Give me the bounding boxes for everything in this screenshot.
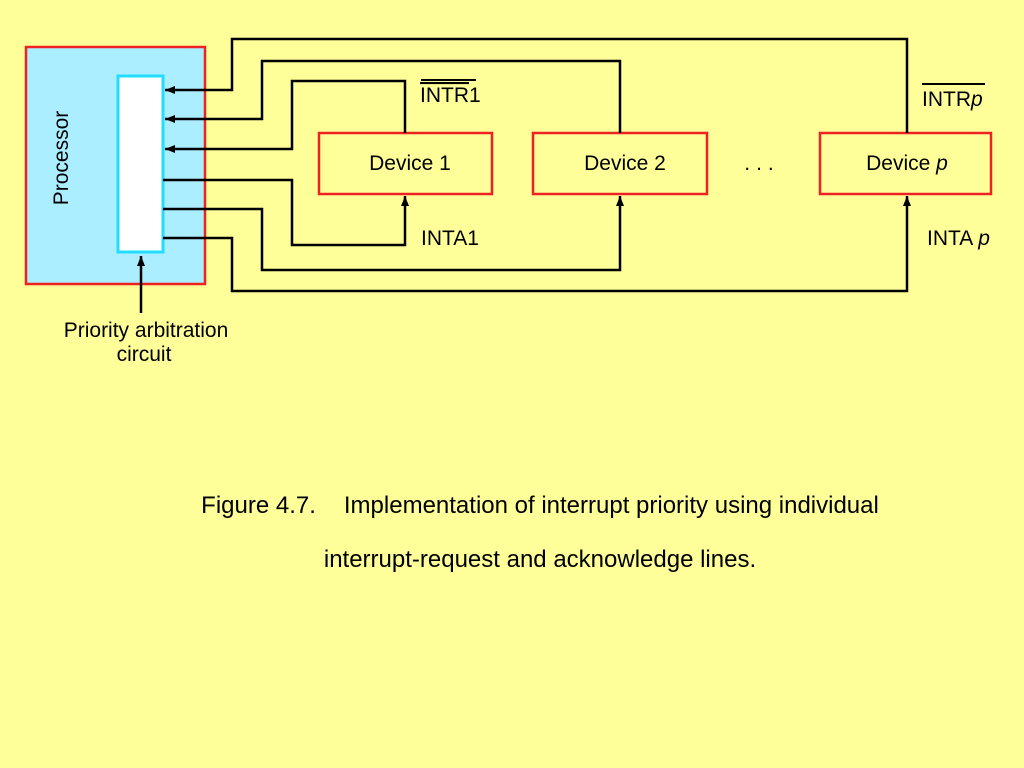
intr-1-label: INTR1	[420, 84, 481, 107]
processor-box	[24, 45, 207, 286]
intr-p-label: INTRp	[922, 88, 983, 111]
intr-2-line	[165, 59, 622, 133]
device-p-box	[818, 131, 993, 196]
caption-text-line1: Implementation of interrupt priority usi…	[343, 492, 879, 519]
figure-caption-line2: interrupt-request and acknowledge lines.	[323, 546, 757, 573]
processor-label: Processor	[50, 111, 73, 206]
intr-p-line	[165, 37, 909, 133]
inta-p-line	[163, 196, 911, 293]
device-p-label: Device p	[866, 152, 948, 175]
figure-number: Figure 4.7.	[201, 492, 316, 519]
intr-1-line	[165, 79, 407, 153]
figure-caption-line1: Figure 4.7. Implementation of interrupt p…	[60, 492, 1020, 520]
inta-1-line	[163, 178, 409, 247]
inta-2-line	[163, 196, 624, 272]
device-2-label: Device 2	[584, 152, 666, 175]
device-ellipsis: ...	[744, 152, 780, 175]
device-1-label: Device 1	[369, 152, 451, 175]
arbiter-label-line1: Priority arbitration	[64, 319, 229, 342]
priority-arbitration-box	[116, 74, 165, 254]
inta-1-label: INTA1	[421, 227, 479, 250]
arbiter-label-line2: circuit	[117, 343, 172, 366]
